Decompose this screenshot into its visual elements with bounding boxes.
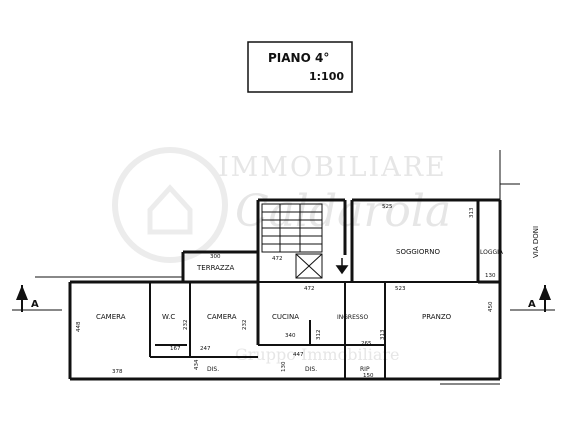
- interior-walls: [149, 281, 478, 379]
- staircase: [261, 203, 323, 279]
- section-label-left: A: [31, 299, 39, 310]
- dimension-labels: 448 378 167 232 247 232 434 447 130 300 …: [76, 204, 496, 379]
- room-labels: CAMERA W.C CAMERA TERRAZZA CUCINA INGRES…: [96, 248, 504, 373]
- plan-title: PIANO 4°: [268, 51, 329, 65]
- room-dis-mid: DIS.: [305, 366, 317, 373]
- dim-wc-height: 232: [183, 320, 189, 331]
- dim-terrazza-width: 300: [210, 254, 221, 260]
- dim-rip-height: 313: [380, 329, 386, 340]
- room-loggia: LOGGIA: [480, 249, 504, 256]
- room-wc: W.C: [162, 313, 175, 321]
- plan-scale: 1:100: [309, 70, 344, 83]
- outer-walls: [68, 198, 502, 381]
- section-label-right: A: [528, 299, 536, 310]
- dim-rip-bottom: 150: [363, 373, 374, 379]
- room-ingresso: INGRESSO: [337, 314, 368, 321]
- room-dis-left: DIS.: [207, 366, 219, 373]
- dim-rip-width: 265: [361, 341, 372, 347]
- entrance-arrow: [335, 258, 349, 275]
- dim-stair-width: 472: [304, 286, 315, 292]
- room-rip: RIP: [360, 366, 370, 373]
- section-marker-left: A: [16, 285, 39, 312]
- watermark: IMMOBILIARE Caldarola Gruppo Immobiliare: [112, 147, 451, 364]
- street-label: VIA DONI: [532, 226, 540, 258]
- watermark-line1: IMMOBILIARE: [218, 152, 447, 183]
- dim-dis-mid-height: 130: [281, 361, 287, 372]
- room-camera-left: CAMERA: [96, 313, 126, 321]
- watermark-line3: Gruppo Immobiliare: [235, 345, 399, 364]
- dim-pranzo-width: 523: [395, 286, 406, 292]
- dim-stair-top-width: 472: [272, 256, 283, 262]
- room-terrazza: TERRAZZA: [196, 264, 235, 272]
- title-box: PIANO 4° 1:100: [247, 41, 353, 93]
- dim-loggia-width: 130: [485, 273, 496, 279]
- dim-wc-width: 167: [170, 346, 181, 352]
- room-camera-mid: CAMERA: [207, 313, 237, 321]
- dim-soggiorno-width: 525: [382, 204, 393, 210]
- dim-soggiorno-depth: 313: [469, 207, 475, 218]
- dim-cucina-width: 340: [285, 333, 296, 339]
- dim-dis-left-width: 434: [194, 359, 200, 370]
- dim-camera-mid-width: 247: [200, 346, 211, 352]
- dim-camera-width: 378: [112, 369, 123, 375]
- room-pranzo: PRANZO: [422, 313, 452, 321]
- dim-camera-mid-height: 232: [242, 320, 248, 331]
- dim-ingresso-height: 312: [316, 330, 322, 341]
- dim-pranzo-height: 450: [488, 301, 494, 312]
- dim-dis-mid-width: 447: [293, 352, 304, 358]
- section-marker-right: A: [528, 285, 551, 312]
- room-cucina: CUCINA: [272, 313, 299, 321]
- site-lines: [12, 150, 555, 385]
- dim-camera-height: 448: [76, 321, 82, 332]
- room-soggiorno: SOGGIORNO: [396, 248, 440, 256]
